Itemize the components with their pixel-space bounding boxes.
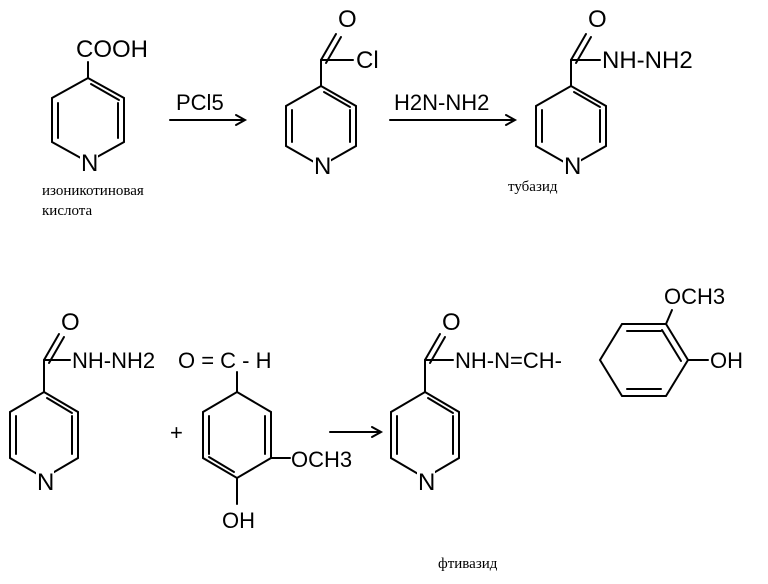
methoxy-label: OCH3: [291, 447, 352, 472]
acyl-chloride: O Cl N: [285, 6, 379, 180]
cl-label: Cl: [356, 47, 379, 74]
carbonyl-o-label: O: [442, 309, 461, 336]
c-o-double-bond: [325, 36, 342, 64]
ring-double-bond: [90, 83, 120, 101]
ring-double-bond: [427, 397, 454, 414]
ring-double-bond: [661, 329, 682, 362]
tubazid: O NH-NH2 N тубазид: [508, 6, 693, 195]
hydrazone-chain-label: NH-N=CH-: [455, 348, 562, 373]
ring-n-label: N: [418, 469, 435, 496]
caption-isonicotinic-acid: изоникотиновая: [42, 183, 144, 199]
n-mask: [36, 468, 54, 490]
ring-double-bond: [208, 456, 235, 473]
isonicotinic-acid: COOH N изоникотиновая кислота: [42, 36, 148, 219]
arrow-head: [505, 114, 518, 126]
ring-n-label: N: [37, 469, 54, 496]
ring-n-label: N: [564, 153, 581, 180]
carbonyl-o-label: O: [338, 6, 357, 33]
arrow-pcl5: PCl5: [169, 90, 248, 126]
c-o-double-bond: [43, 333, 60, 361]
caption-acid-word: кислота: [42, 203, 92, 219]
carbonyl-o-label: O: [588, 6, 607, 33]
ring-n-label: N: [314, 153, 331, 180]
c-o-double-bond: [48, 336, 65, 364]
caption-ftivazid: фтивазид: [438, 556, 498, 572]
vanillin: O = C - H OCH3 OH: [178, 348, 352, 533]
c-o-double-bond: [429, 336, 446, 364]
c-o-double-bond: [575, 36, 592, 64]
arrow-hydrazine: H2N-NH2: [389, 90, 518, 126]
reagent-hydrazine: H2N-NH2: [394, 90, 489, 115]
hydrazide-label: NH-NH2: [602, 47, 693, 74]
hydrazide-label: NH-NH2: [72, 348, 155, 373]
arrow-condensation: [329, 426, 384, 438]
n-mask: [80, 150, 98, 172]
ring-double-bond: [573, 91, 601, 108]
c-o-double-bond: [570, 33, 587, 61]
arrow-head: [371, 426, 384, 438]
hydroxy-label: OH: [710, 348, 743, 373]
arrow-head: [235, 114, 248, 126]
caption-tubazid: тубазид: [508, 179, 558, 195]
ring-double-bond: [323, 91, 351, 108]
pyridine-ring: [9, 390, 79, 480]
pyridine-ring: [390, 390, 460, 480]
carbonyl-o-label: O: [61, 309, 80, 336]
benzene-ring: [202, 390, 272, 480]
ring-double-bond: [46, 397, 73, 414]
benzene-ring: [598, 323, 690, 397]
n-mask: [563, 154, 581, 176]
c-o-double-bond: [320, 33, 337, 61]
hydroxy-label: OH: [222, 508, 255, 533]
bond: [665, 309, 673, 325]
tubazid-reactant: O NH-NH2 N: [9, 309, 155, 496]
ring-n-label: N: [81, 150, 98, 177]
reagent-pcl5: PCl5: [176, 90, 224, 115]
cooh-label: COOH: [76, 36, 148, 63]
aldehyde-label: O = C - H: [178, 348, 272, 373]
c-o-double-bond: [424, 333, 441, 361]
n-mask: [313, 154, 331, 176]
n-mask: [417, 468, 435, 490]
methoxy-label: OCH3: [664, 284, 725, 309]
ftivazid: O NH-N=CH- N OCH3 OH фтивазид: [390, 284, 743, 572]
plus-sign: +: [170, 420, 183, 445]
